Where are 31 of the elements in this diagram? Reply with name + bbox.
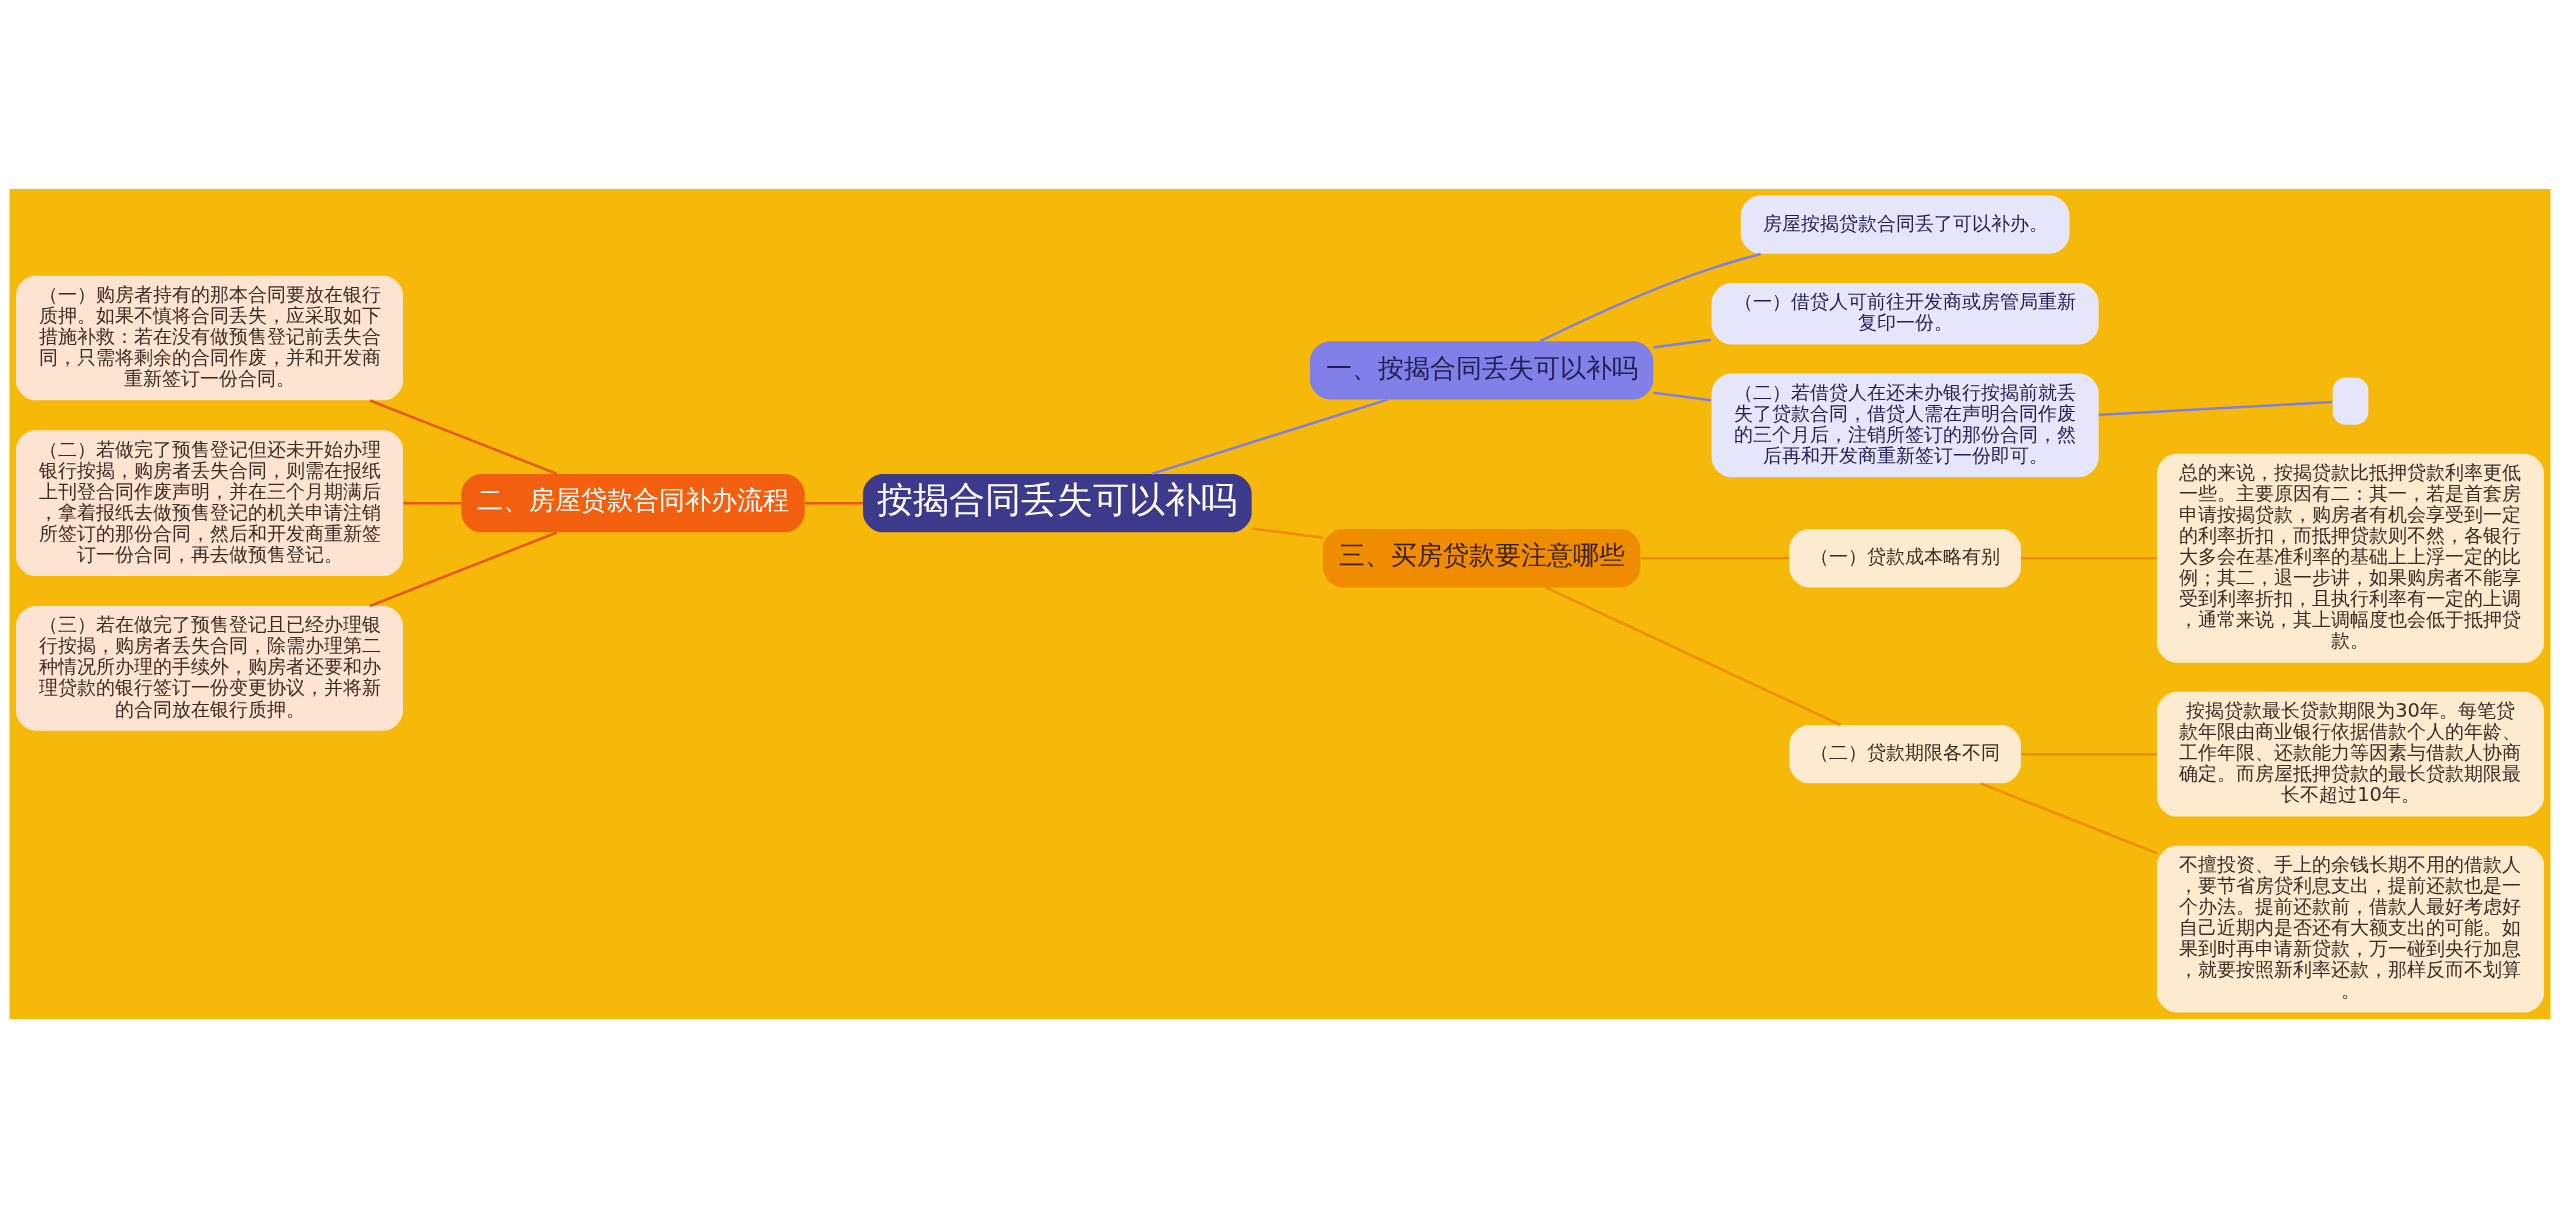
connector (1653, 337, 1712, 349)
node-box: （一）借贷人可前往开发商或房管局重新复印一份。 (1711, 282, 2099, 344)
node-box: （二）贷款期限各不同 (1789, 724, 2021, 783)
connector (1539, 252, 1761, 342)
node-box: （一）购房者持有的那本合同要放在银行质押。如果不慎将合同丢失，应采取如下措施补救：若在没有做预售登记前丢失合同，只需将剩余的合同作废，并和开发商重新签订一份合同。 (15, 275, 404, 400)
node-box: （三）若在做完了预售登记且已经办理银行按揭，购房者丢失合同，除需办理第二种情况所办理的手续外，购房者还要和办理贷款的银行签订一份变更协议，并将新的合同放在银行质押。 (15, 605, 404, 731)
node-box (2332, 377, 2369, 425)
connector (2021, 752, 2157, 755)
connector (1252, 526, 1323, 539)
node-box: 二、房屋贷款合同补办流程 (461, 473, 805, 532)
node-box: 房屋按揭贷款合同丢了可以补办。 (1740, 195, 2070, 254)
node-box: 按揭贷款最长贷款期限为30年。每笔贷款年限由商业银行依据借款个人的年龄、工作年限、还款能力等因素与借款人协商确定。而房屋抵押贷款的最长贷款期限最长不超过10年。 (2156, 691, 2545, 817)
connector (1151, 397, 1388, 475)
connector (804, 501, 863, 504)
connector (1653, 390, 1712, 401)
node-box: 不擅投资、手上的余钱长期不用的借款人，要节省房贷利息支出，提前还款也是一个办法。提前还款前，借款人最好考虑好自己近期内是否还有大额支出的可能。如果到时再申请新贷款，万一碰到央行加息，就要按照新利率还款，那样反而不划算。 (2156, 845, 2545, 1012)
connector (1545, 585, 1842, 726)
node-box: 按揭合同丢失可以补吗 (863, 473, 1252, 532)
connector (2021, 556, 2157, 560)
connector (1980, 781, 2158, 854)
connector (403, 501, 462, 504)
node-box: 一、按揭合同丢失可以补吗 (1309, 340, 1654, 400)
node-box: （一）贷款成本略有别 (1789, 528, 2021, 587)
node-box: （二）若借贷人在还未办银行按揭前就丢失了贷款合同，借贷人需在声明合同作废的三个月后，注销所签订的那份合同，然后再和开发商重新签订一份即可。 (1711, 373, 2099, 477)
node-box: 三、买房贷款要注意哪些 (1322, 528, 1641, 587)
connector (369, 398, 558, 475)
connector (1640, 556, 1789, 560)
connector (369, 530, 558, 607)
node-box: 总的来说，按揭贷款比抵押贷款利率更低一些。主要原因有二：其一，若是首套房申请按揭贷款，购房者有机会享受到一定的利率折扣，而抵押贷款则不然，各银行大多会在基准利率的基础上上浮一定的比例；其二，退一步讲，如果购房者不能享受到利率折扣，且执行利率有一定的上调，通常来说，其上调幅度也会低于抵押贷款。 (2156, 453, 2545, 663)
connector (2098, 400, 2333, 416)
node-box: （二）若做完了预售登记但还未开始办理银行按揭，购房者丢失合同，则需在报纸上刊登合同作废声明，并在三个月期满后，拿着报纸去做预售登记的机关申请注销所签订的那份合同，然后和开发商重新签订一份合同，再去做预售登记。 (15, 429, 404, 576)
